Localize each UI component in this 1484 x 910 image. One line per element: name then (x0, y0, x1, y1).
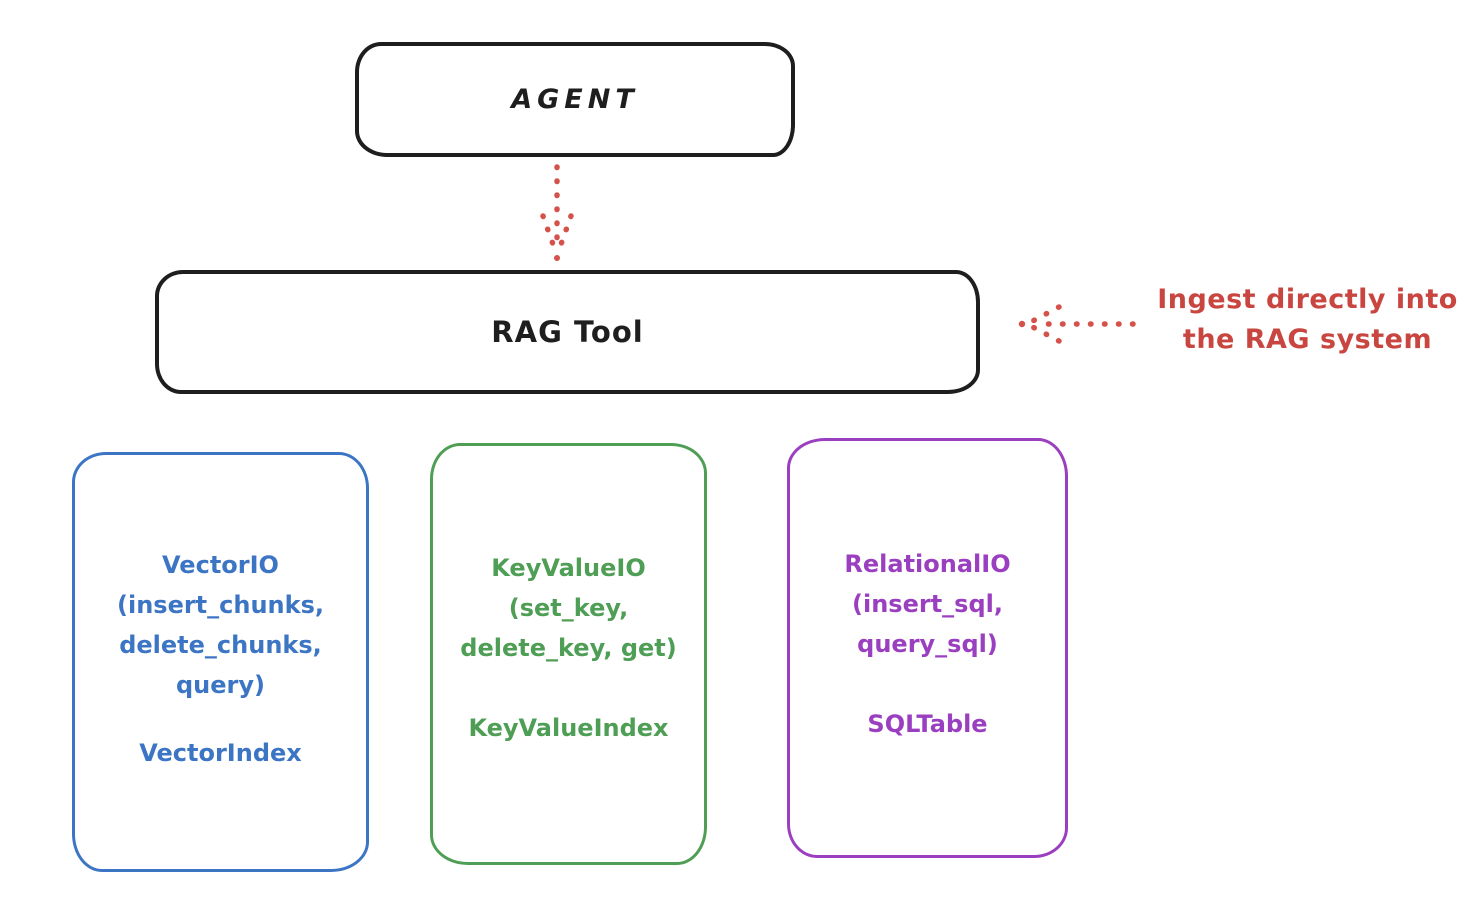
ingest-arrow (1018, 304, 1136, 344)
agent-to-ragtool-arrow (540, 164, 574, 261)
key-value-io-body: KeyValueIO (set_key, delete_key, get) (460, 554, 677, 662)
rag-tool-label: RAG Tool (491, 315, 644, 349)
vector-index-label: VectorIndex (139, 739, 302, 767)
key-value-index-label: KeyValueIndex (468, 714, 669, 742)
agent-label: AGENT (511, 84, 639, 115)
storage-box-key-value-io: KeyValueIO (set_key, delete_key, get) Ke… (430, 443, 707, 865)
ingest-annotation: Ingest directly into the RAG system (1157, 284, 1458, 355)
rag-tool-node: RAG Tool (155, 270, 980, 394)
sql-table-label: SQLTable (867, 710, 988, 738)
agent-node: AGENT (355, 42, 795, 157)
vector-io-body: VectorIO (insert_chunks, delete_chunks, … (117, 551, 324, 699)
relational-io-body: RelationalIO (insert_sql, query_sql) (844, 550, 1011, 658)
storage-box-relational-io: RelationalIO (insert_sql, query_sql) SQL… (787, 438, 1068, 858)
storage-box-vector-io: VectorIO (insert_chunks, delete_chunks, … (72, 452, 369, 872)
